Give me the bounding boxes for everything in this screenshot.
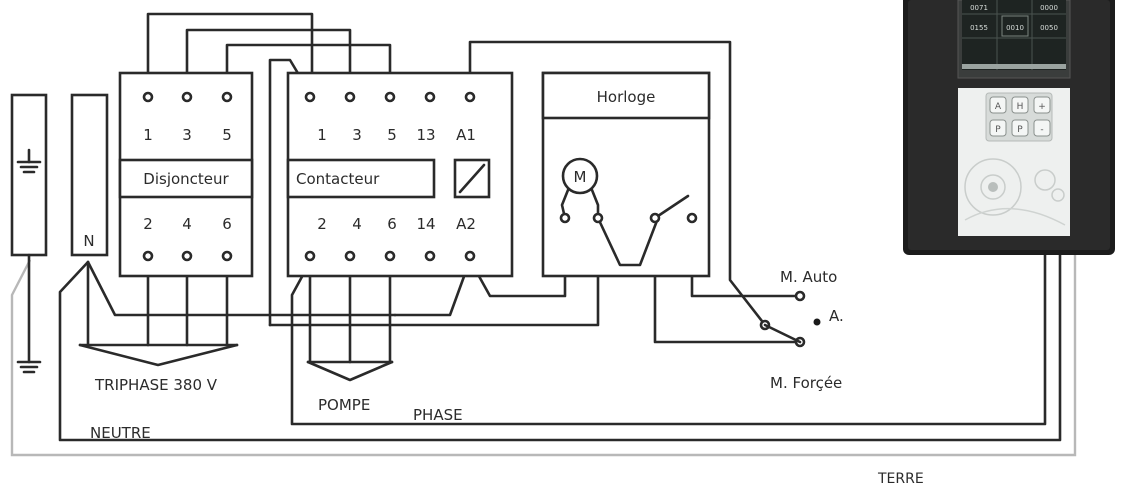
controller-device-photo: 0071 0000 0155 0010 0050 A H + P P - [903, 0, 1115, 255]
contacteur-bottom-label: 14 [416, 215, 435, 233]
contacteur-terminal-a2 [464, 250, 476, 262]
contacteur-bottom-label: 6 [387, 215, 397, 233]
disjoncteur-top-label: 3 [182, 126, 192, 144]
horloge-terminal [649, 212, 661, 224]
disjoncteur-bottom-label: 4 [182, 215, 192, 233]
contacteur-bottom-label: A2 [456, 215, 476, 233]
screen-value: 0010 [1006, 24, 1024, 32]
selector-switch: M. Auto A. M. Forçée [759, 268, 844, 392]
motor-label: M [574, 168, 587, 186]
contacteur-top-label: 1 [317, 126, 327, 144]
contacteur-terminal-6 [384, 250, 396, 262]
selector-off-dot [813, 318, 821, 326]
earth-wire [10, 255, 1077, 457]
screen-value: 0000 [1040, 4, 1058, 12]
selector-off-label: A. [829, 307, 844, 325]
contacteur-terminal-5 [384, 91, 396, 103]
key-label: P [995, 125, 1001, 135]
contacteur-terminal-2 [304, 250, 316, 262]
disjoncteur-terminal-3 [181, 91, 193, 103]
neutral-bar-label: N [83, 232, 94, 250]
disjoncteur-terminal-4 [181, 250, 193, 262]
screen-value: 0155 [970, 24, 988, 32]
key-label: P [1017, 125, 1023, 135]
disjoncteur-terminal-6 [221, 250, 233, 262]
pompe-label: POMPE [318, 396, 370, 414]
contacteur-label: Contacteur [296, 170, 380, 188]
contacteur-top-label: 5 [387, 126, 397, 144]
disjoncteur-terminal-2 [142, 250, 154, 262]
key-label: A [995, 102, 1002, 112]
key-label: + [1038, 102, 1046, 112]
contacteur: Contacteur 1 3 5 13 A1 2 4 6 14 A2 [286, 71, 514, 278]
neutral-bar: N [70, 93, 109, 257]
contacteur-top-label: A1 [456, 126, 476, 144]
horloge-terminal [686, 212, 698, 224]
disjoncteur: Disjoncteur 1 3 5 2 4 6 [118, 71, 254, 278]
contacteur-top-label: 3 [352, 126, 362, 144]
horloge-label: Horloge [597, 88, 656, 106]
key-label: - [1040, 125, 1043, 135]
horloge-terminal [592, 212, 604, 224]
disjoncteur-bottom-label: 6 [222, 215, 232, 233]
disjoncteur-bottom-label: 2 [143, 215, 153, 233]
selector-auto-label: M. Auto [780, 268, 837, 286]
horloge-terminal [559, 212, 571, 224]
screen-value: 0050 [1040, 24, 1058, 32]
earth-bar [10, 93, 48, 257]
disjoncteur-terminal-1 [142, 91, 154, 103]
motor-symbol [561, 157, 599, 195]
contacteur-top-label: 13 [416, 126, 435, 144]
triphase-label: TRIPHASE 380 V [94, 376, 218, 394]
contacteur-terminal-3 [344, 91, 356, 103]
screen-value: 0071 [970, 4, 988, 12]
neutre-label: NEUTRE [90, 424, 151, 442]
ground-symbol [16, 253, 42, 374]
key-label: H [1017, 102, 1024, 112]
contacteur-bottom-label: 4 [352, 215, 362, 233]
terre-label: TERRE [877, 471, 924, 487]
disjoncteur-label: Disjoncteur [143, 170, 229, 188]
horloge: Horloge M [541, 71, 711, 278]
contacteur-bottom-label: 2 [317, 215, 327, 233]
contacteur-terminal-a1 [464, 91, 476, 103]
contacteur-terminal-4 [344, 250, 356, 262]
selector-forced-label: M. Forçée [770, 374, 842, 392]
contacteur-terminal-1 [304, 91, 316, 103]
disjoncteur-terminal-5 [221, 91, 233, 103]
selector-terminal-auto [794, 290, 806, 302]
contacteur-terminal-13 [424, 91, 436, 103]
phase-label: PHASE [413, 406, 463, 424]
contacteur-terminal-14 [424, 250, 436, 262]
disjoncteur-top-label: 1 [143, 126, 153, 144]
disjoncteur-top-label: 5 [222, 126, 232, 144]
